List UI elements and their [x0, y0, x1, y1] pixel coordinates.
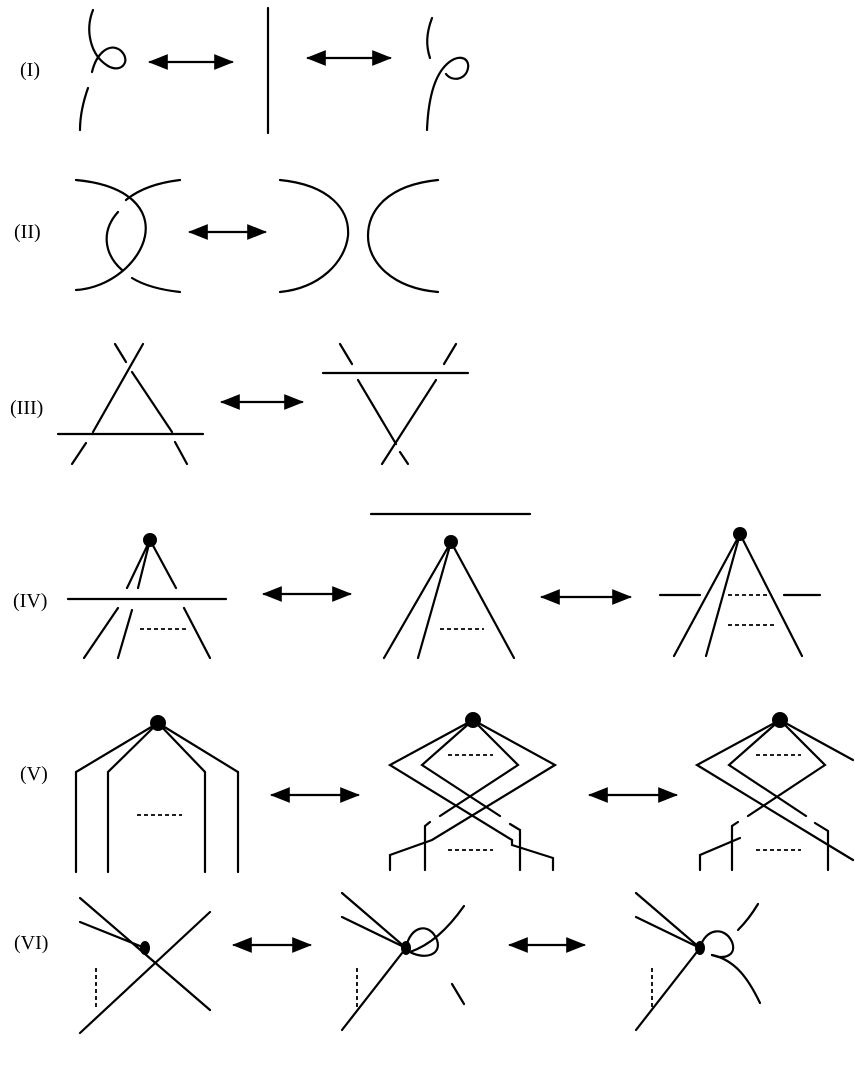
vi-l-edge-2	[78, 910, 212, 1035]
kink-right	[425, 56, 470, 132]
v-l-edge-outer-right	[156, 721, 240, 874]
vi-r-loop-top	[736, 902, 760, 932]
move-label-1: (I)	[20, 59, 40, 81]
v-r-inner-left-b	[813, 821, 830, 872]
v-l-vertex	[150, 715, 166, 731]
vi-m-tail	[450, 982, 466, 1006]
arc-left-inner-top	[124, 178, 182, 202]
v-l-edge-outer-left	[74, 721, 160, 874]
move-label-3: (III)	[10, 397, 44, 419]
vi-m-edge-1	[340, 891, 408, 950]
move-5-diagrams	[74, 712, 855, 874]
iv-l-edge-3-bot	[182, 606, 212, 660]
v-m-outer-right	[388, 718, 558, 872]
tri-l-strand-a-bot	[173, 440, 189, 466]
vi-l-edge-3	[78, 920, 147, 950]
vi-l-vertex	[140, 941, 150, 955]
vi-m-edge-3	[340, 946, 408, 1032]
vi-r-edge-1	[634, 891, 702, 950]
vi-r-vertex	[695, 941, 705, 955]
iv-l-edge-3-top	[148, 538, 178, 590]
tri-l-strand-b-bot	[70, 441, 88, 466]
arc-left-inner-mid	[105, 210, 124, 272]
tri-r-strand-b-top	[442, 342, 458, 366]
iv-l-vertex	[143, 533, 157, 547]
v-r-outer-right-b	[698, 836, 742, 872]
vi-r-edge-3	[634, 946, 702, 1032]
iv-r-edge-1	[672, 532, 742, 658]
arc-left-inner-bot	[130, 276, 182, 294]
iv-l-edge-1-top	[125, 538, 152, 590]
arc-right-2	[366, 178, 440, 294]
kink-right-upper	[426, 16, 434, 60]
arc-left-outer	[74, 178, 147, 292]
tri-l-strand-a	[130, 370, 174, 434]
tri-r-strand-a	[356, 378, 398, 446]
iv-r-edge-3	[738, 532, 804, 658]
v-l-edge-inner-right	[156, 721, 207, 874]
v-m-vertex	[465, 712, 481, 728]
iv-r-edge-2	[704, 532, 742, 658]
move-label-2: (II)	[14, 221, 41, 243]
tri-l-strand-b	[91, 342, 145, 434]
iv-m-edge-2	[416, 540, 453, 660]
v-r-vertex	[772, 712, 788, 728]
tri-r-strand-a-bot	[398, 450, 410, 466]
iv-l-edge-2-bot	[116, 608, 134, 660]
kink-left	[88, 8, 127, 74]
v-m-inner-right-b	[423, 820, 432, 872]
v-r-outer-left	[694, 718, 855, 862]
iv-m-edge-3	[449, 540, 516, 660]
v-r-inner-right	[746, 718, 827, 818]
iv-l-edge-2-top	[136, 538, 152, 590]
tri-r-strand-a-top	[338, 342, 354, 366]
iv-r-vertex	[733, 527, 747, 541]
move-6-diagrams	[78, 891, 762, 1035]
move-label-4: (IV)	[13, 590, 48, 612]
iv-m-vertex	[444, 535, 458, 549]
v-l-edge-inner-left	[106, 721, 160, 874]
iv-m-edge-1	[382, 540, 453, 660]
v-m-inner-left-b	[508, 822, 522, 872]
vi-r-edge-2	[634, 915, 702, 950]
vi-m-vertex	[401, 941, 411, 955]
arc-right-1	[278, 178, 350, 294]
v-r-inner-left	[727, 718, 808, 818]
tri-l-strand-a-top	[113, 342, 128, 364]
vi-r-loop-tail	[710, 953, 762, 1005]
move-label-5: (V)	[20, 763, 48, 785]
v-m-inner-right	[438, 718, 520, 818]
move-3-diagrams	[56, 342, 470, 466]
vi-m-loop-out	[408, 904, 466, 954]
v-r-outer-right	[778, 718, 855, 762]
move-2-diagrams	[74, 178, 440, 294]
vi-r-loop	[698, 930, 735, 959]
v-m-outer-left	[387, 718, 555, 872]
kink-left-lower	[78, 86, 90, 132]
v-r-inner-right-b	[730, 820, 740, 872]
move-1-diagrams	[78, 6, 470, 135]
move-4-diagrams	[66, 512, 822, 660]
move-label-6: (VI)	[14, 932, 49, 954]
tri-r-strand-b	[380, 378, 438, 466]
vi-m-loop	[404, 927, 439, 957]
vi-m-edge-2	[340, 915, 408, 950]
v-m-inner-left	[420, 718, 502, 818]
iv-l-edge-1-bot	[82, 606, 120, 660]
